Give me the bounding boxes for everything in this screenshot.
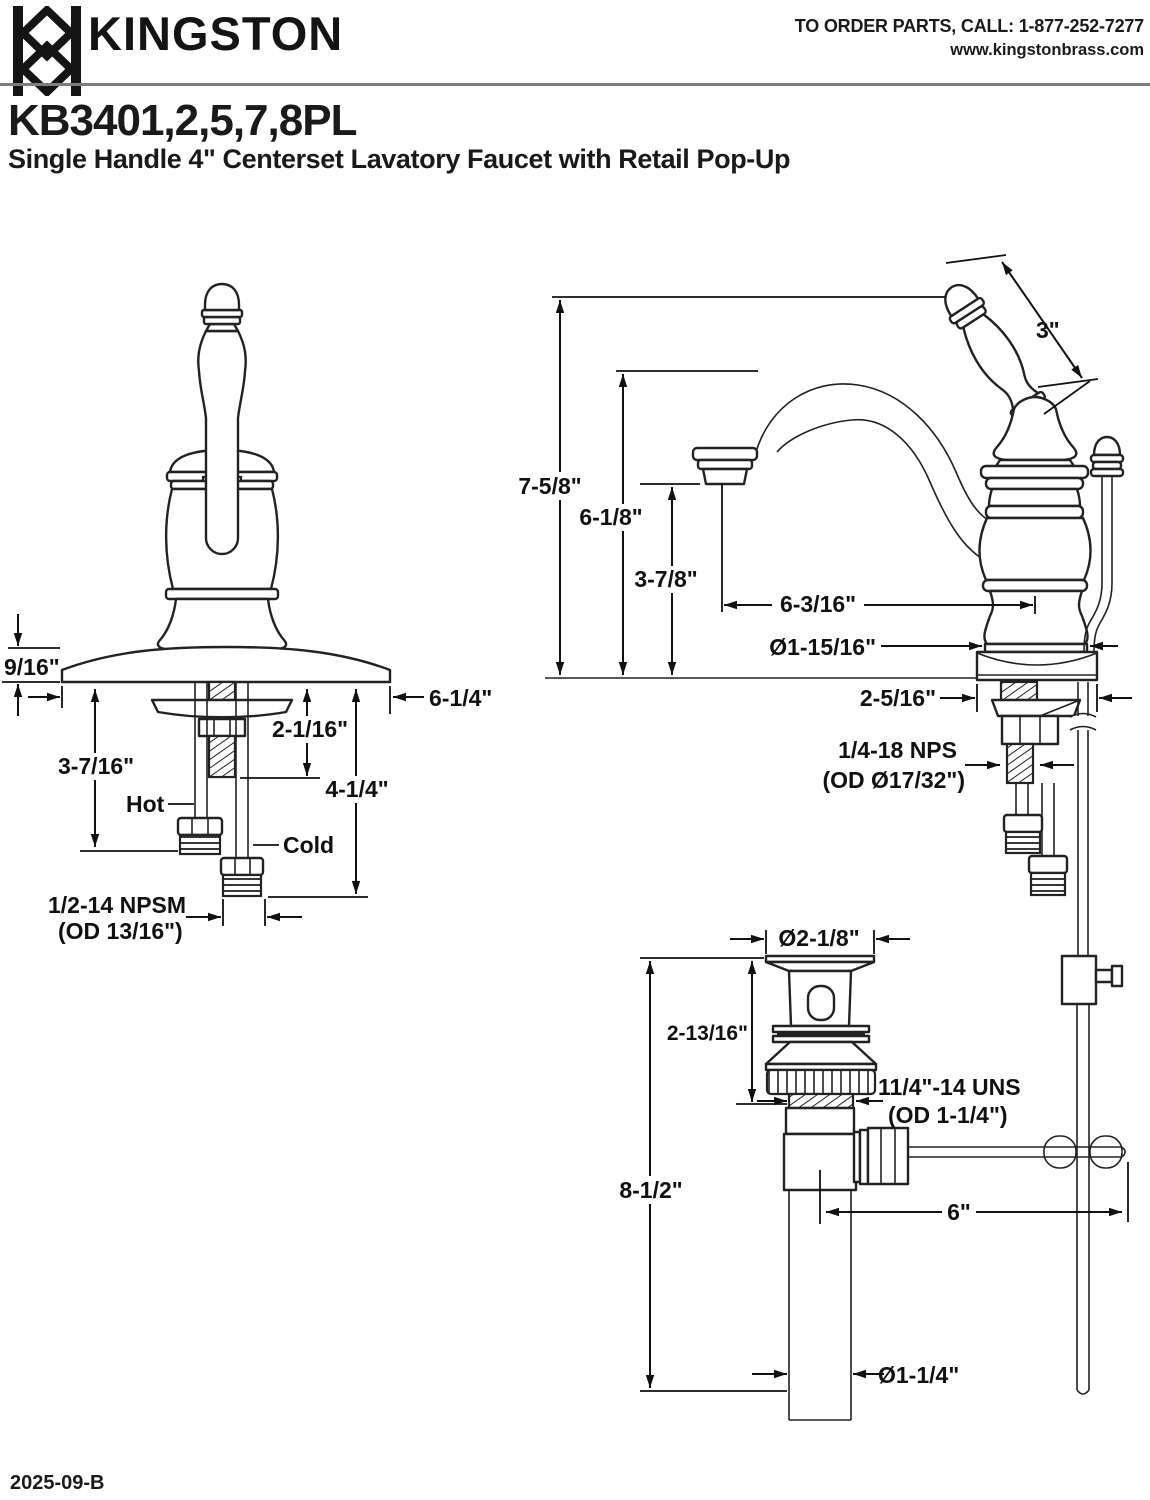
dim-handle-length: 3" bbox=[1036, 317, 1060, 343]
ball-rod-nut bbox=[866, 1126, 910, 1186]
dim-flange-diameter: Ø2-1/8" bbox=[778, 925, 859, 951]
side-view-dimensions: 7-5/8" 6-1/8" 3-7/8" 3" 6-3/16" Ø1-15 bbox=[514, 254, 1132, 793]
front-cold-supply bbox=[219, 682, 265, 898]
dim-rod-reach: 6" bbox=[947, 1199, 971, 1225]
dim-plate-thickness: 9/16" bbox=[4, 654, 60, 680]
dim-supply-thread-2: (OD 13/16") bbox=[58, 918, 183, 944]
dim-hot-length: 3-7/16" bbox=[58, 753, 134, 779]
model-number: KB3401,2,5,7,8PL bbox=[8, 96, 357, 145]
product-description: Single Handle 4" Centerset Lavatory Fauc… bbox=[8, 144, 791, 174]
dim-overall-height: 7-5/8" bbox=[518, 473, 581, 499]
front-view-faucet bbox=[60, 282, 392, 898]
dim-shank-thread-1: 1/4-18 NPS bbox=[838, 737, 957, 763]
dim-drain-thread-2: (OD 1-1/4") bbox=[888, 1102, 1008, 1128]
dim-spout-clearance: 3-7/8" bbox=[634, 566, 697, 592]
dim-shank-width: 2-5/16" bbox=[860, 685, 936, 711]
brand bbox=[10, 6, 84, 96]
drain-dimensions: Ø2-1/8" 2-13/16" 8-1/2" 11/4"-14 UNS (OD… bbox=[618, 925, 1129, 1392]
side-view-faucet bbox=[545, 283, 1126, 1395]
dim-supply-thread-1: 1/2-14 NPSM bbox=[48, 892, 186, 918]
order-info: TO ORDER PARTS, CALL: 1-877-252-7277 www… bbox=[795, 16, 1144, 60]
dim-riser-length: 4-1/4" bbox=[325, 776, 388, 802]
dim-shank-thread-2: (OD Ø17/32") bbox=[822, 767, 965, 793]
drain-locknut bbox=[765, 1068, 877, 1096]
side-deck-plate bbox=[975, 650, 1099, 682]
front-handle bbox=[197, 282, 247, 556]
dim-spout-height: 6-1/8" bbox=[579, 504, 642, 530]
front-view-dimensions: 9/16" 6-1/4" 2-1/16" 3-7/16" 4-1/4" Hot bbox=[2, 614, 492, 944]
dim-body-diameter: Ø1-15/16" bbox=[769, 634, 876, 660]
dim-spout-reach: 6-3/16" bbox=[780, 591, 856, 617]
dim-shank-length: 2-1/16" bbox=[272, 716, 348, 742]
lift-rod bbox=[1083, 435, 1125, 653]
dim-plate-width: 6-1/4" bbox=[429, 685, 492, 711]
side-body bbox=[978, 464, 1092, 654]
dim-tailpiece-diameter: Ø1-1/4" bbox=[878, 1362, 959, 1388]
label-cold: Cold bbox=[283, 832, 334, 858]
doc-code: 2025-09-B bbox=[10, 1472, 105, 1494]
website-url: www.kingstonbrass.com bbox=[950, 41, 1144, 59]
dim-drain-thread-1: 11/4"-14 UNS bbox=[878, 1074, 1021, 1100]
pop-up-linkage bbox=[907, 682, 1126, 1395]
drain-threads bbox=[787, 1092, 855, 1110]
order-phone: TO ORDER PARTS, CALL: 1-877-252-7277 bbox=[794, 16, 1144, 36]
label-hot: Hot bbox=[126, 791, 165, 817]
header-divider bbox=[0, 83, 1150, 86]
dim-drain-upper-height: 2-13/16" bbox=[667, 1022, 748, 1045]
side-mounting-hardware bbox=[990, 680, 1082, 897]
brand-name: KINGSTON bbox=[88, 7, 344, 60]
front-deck-plate bbox=[60, 645, 392, 684]
front-hot-supply bbox=[176, 682, 224, 856]
kingston-monogram-icon bbox=[13, 6, 81, 96]
drain-assembly bbox=[764, 954, 910, 1421]
overflow-slot bbox=[806, 984, 836, 1022]
dim-drain-overall-height: 8-1/2" bbox=[619, 1177, 682, 1203]
side-spout bbox=[691, 383, 989, 563]
